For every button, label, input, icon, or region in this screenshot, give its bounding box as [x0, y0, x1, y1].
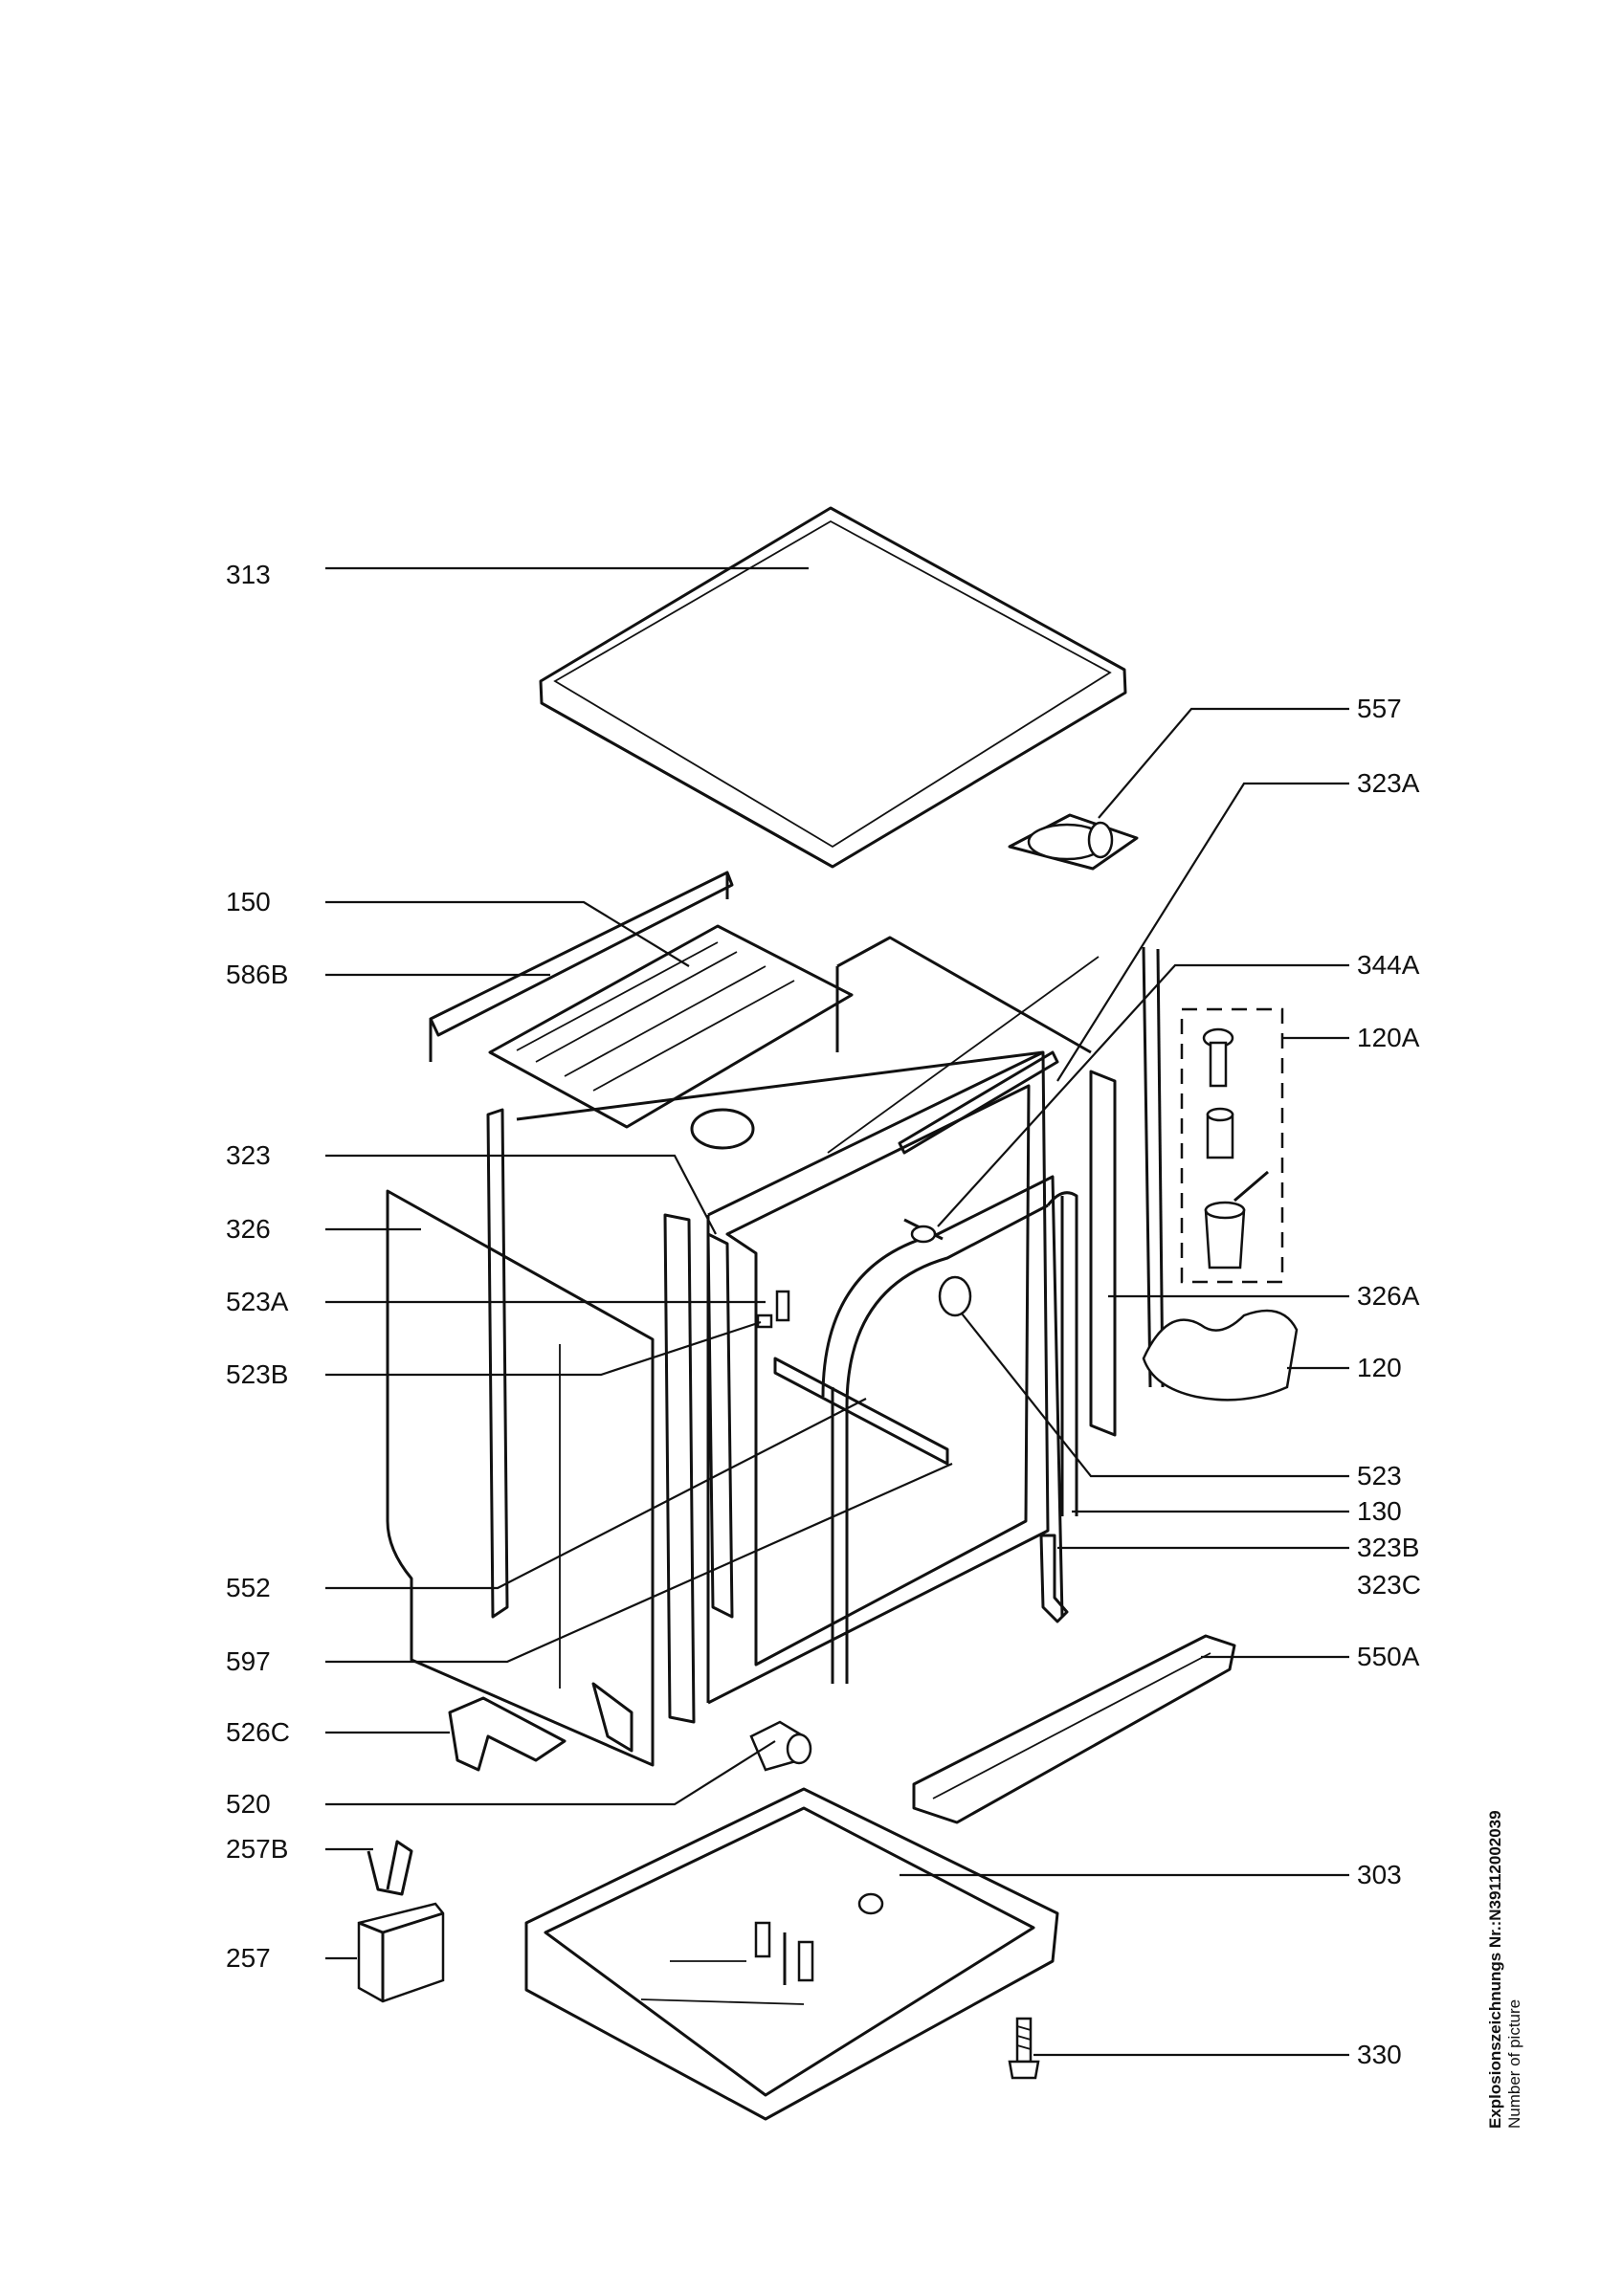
part-130-seal [1046, 1191, 1078, 1516]
part-520-valve [749, 1720, 812, 1772]
label-303: 303 [1357, 1860, 1402, 1889]
part-326-side-panel [386, 1189, 655, 1767]
part-303-base [524, 1787, 1059, 2121]
part-523A-523B-clips [756, 1290, 790, 1329]
part-323B-323C-bracket [1039, 1534, 1069, 1623]
label-323A: 323A [1357, 768, 1420, 798]
label-323C: 323C [1357, 1570, 1421, 1600]
label-120: 120 [1357, 1353, 1402, 1382]
part-586B-rail [429, 871, 734, 1062]
label-597: 597 [226, 1646, 271, 1676]
part-120-flat-filter [1142, 1309, 1299, 1402]
part-550A-rail [912, 1634, 1236, 1824]
part-526C-bracket [448, 1696, 567, 1772]
drawing-number-text: Explosionszeichnungs Nr.:N39112002039 [1486, 1810, 1504, 2129]
leader-lines [325, 566, 1349, 2057]
label-257B: 257B [226, 1834, 289, 1864]
part-323-front-frame [663, 1213, 734, 1724]
label-344A: 344A [1357, 950, 1420, 980]
part-557-roll [1008, 813, 1139, 871]
part-150-insulation [488, 924, 854, 1129]
number-of-picture-text: Number of picture [1505, 1998, 1523, 2129]
label-150: 150 [226, 887, 271, 916]
part-257-box [357, 1902, 445, 2003]
part-330-screw [1008, 2017, 1040, 2080]
label-313: 313 [226, 560, 271, 589]
label-520: 520 [226, 1789, 271, 1819]
label-326A: 326A [1357, 1281, 1420, 1311]
label-323B: 323B [1357, 1533, 1420, 1562]
part-257B-clip [367, 1840, 413, 1896]
label-257: 257 [226, 1943, 271, 1973]
label-526C: 526C [226, 1717, 290, 1747]
part-120A-filter-group [1180, 1007, 1284, 1284]
label-326: 326 [226, 1214, 271, 1244]
part-344A-tube [903, 1218, 944, 1244]
label-586B: 586B [226, 960, 289, 989]
label-557: 557 [1357, 694, 1402, 723]
label-523: 523 [1357, 1461, 1402, 1490]
drawing-number-note: Explosionszeichnungs Nr.:N39112002039 Nu… [1486, 1593, 1524, 2129]
label-552: 552 [226, 1573, 271, 1602]
label-523B: 523B [226, 1359, 289, 1389]
label-323: 323 [226, 1140, 271, 1170]
label-523A: 523A [226, 1287, 289, 1316]
label-130: 130 [1357, 1496, 1402, 1526]
label-120A: 120A [1357, 1023, 1420, 1052]
label-330: 330 [1357, 2040, 1402, 2069]
label-550A: 550A [1357, 1642, 1420, 1671]
part-313-worktop [539, 506, 1127, 869]
